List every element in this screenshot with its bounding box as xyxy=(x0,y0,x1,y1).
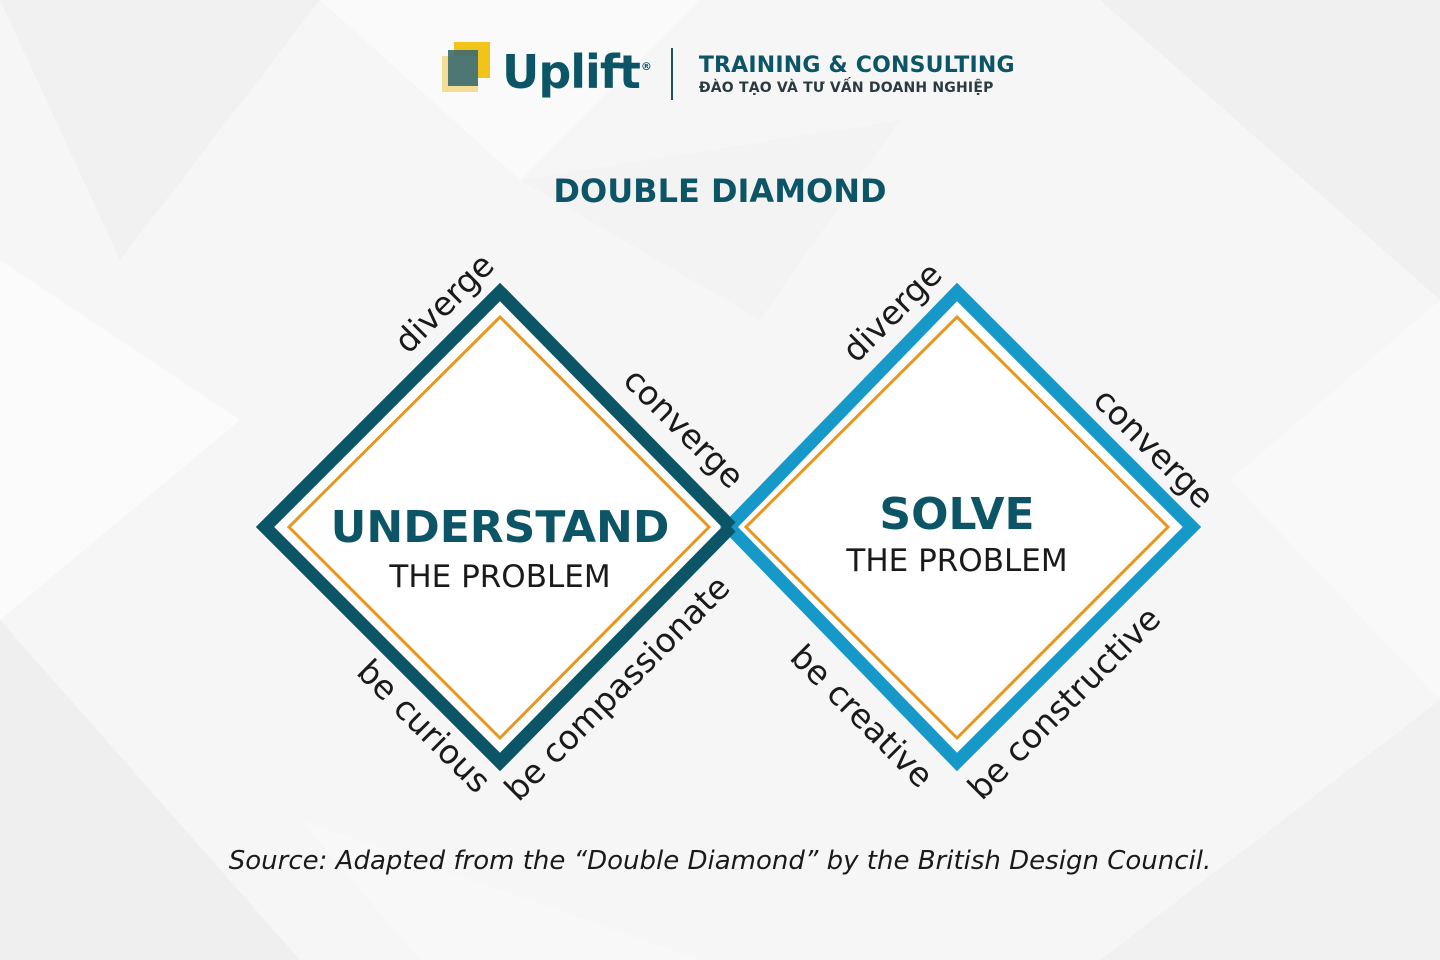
solve-main-label: SOLVE xyxy=(879,489,1035,540)
solve-sub-label: THE PROBLEM xyxy=(846,543,1068,579)
header: Uplift® TRAINING & CONSULTING ĐÀO TẠO VÀ… xyxy=(442,42,1015,106)
solve-diamond-outer xyxy=(719,282,1202,772)
solve-diamond-inner xyxy=(743,314,1171,741)
tagline: TRAINING & CONSULTING ĐÀO TẠO VÀ TƯ VẤN … xyxy=(699,53,1015,96)
understand-main-label: UNDERSTAND xyxy=(330,502,670,553)
tagline-vietnamese: ĐÀO TẠO VÀ TƯ VẤN DOANH NGHIỆP xyxy=(698,79,994,96)
brand-name: Uplift® xyxy=(502,45,652,99)
understand-sub-label: THE PROBLEM xyxy=(389,559,611,595)
tagline-english: TRAINING & CONSULTING xyxy=(698,52,1015,78)
uplift-logo-icon xyxy=(442,42,492,106)
source-caption: Source: Adapted from the “Double Diamond… xyxy=(228,846,1212,876)
header-divider xyxy=(670,48,673,100)
understand-diamond-inner xyxy=(286,314,712,741)
diagram-title: DOUBLE DIAMOND xyxy=(553,172,887,210)
